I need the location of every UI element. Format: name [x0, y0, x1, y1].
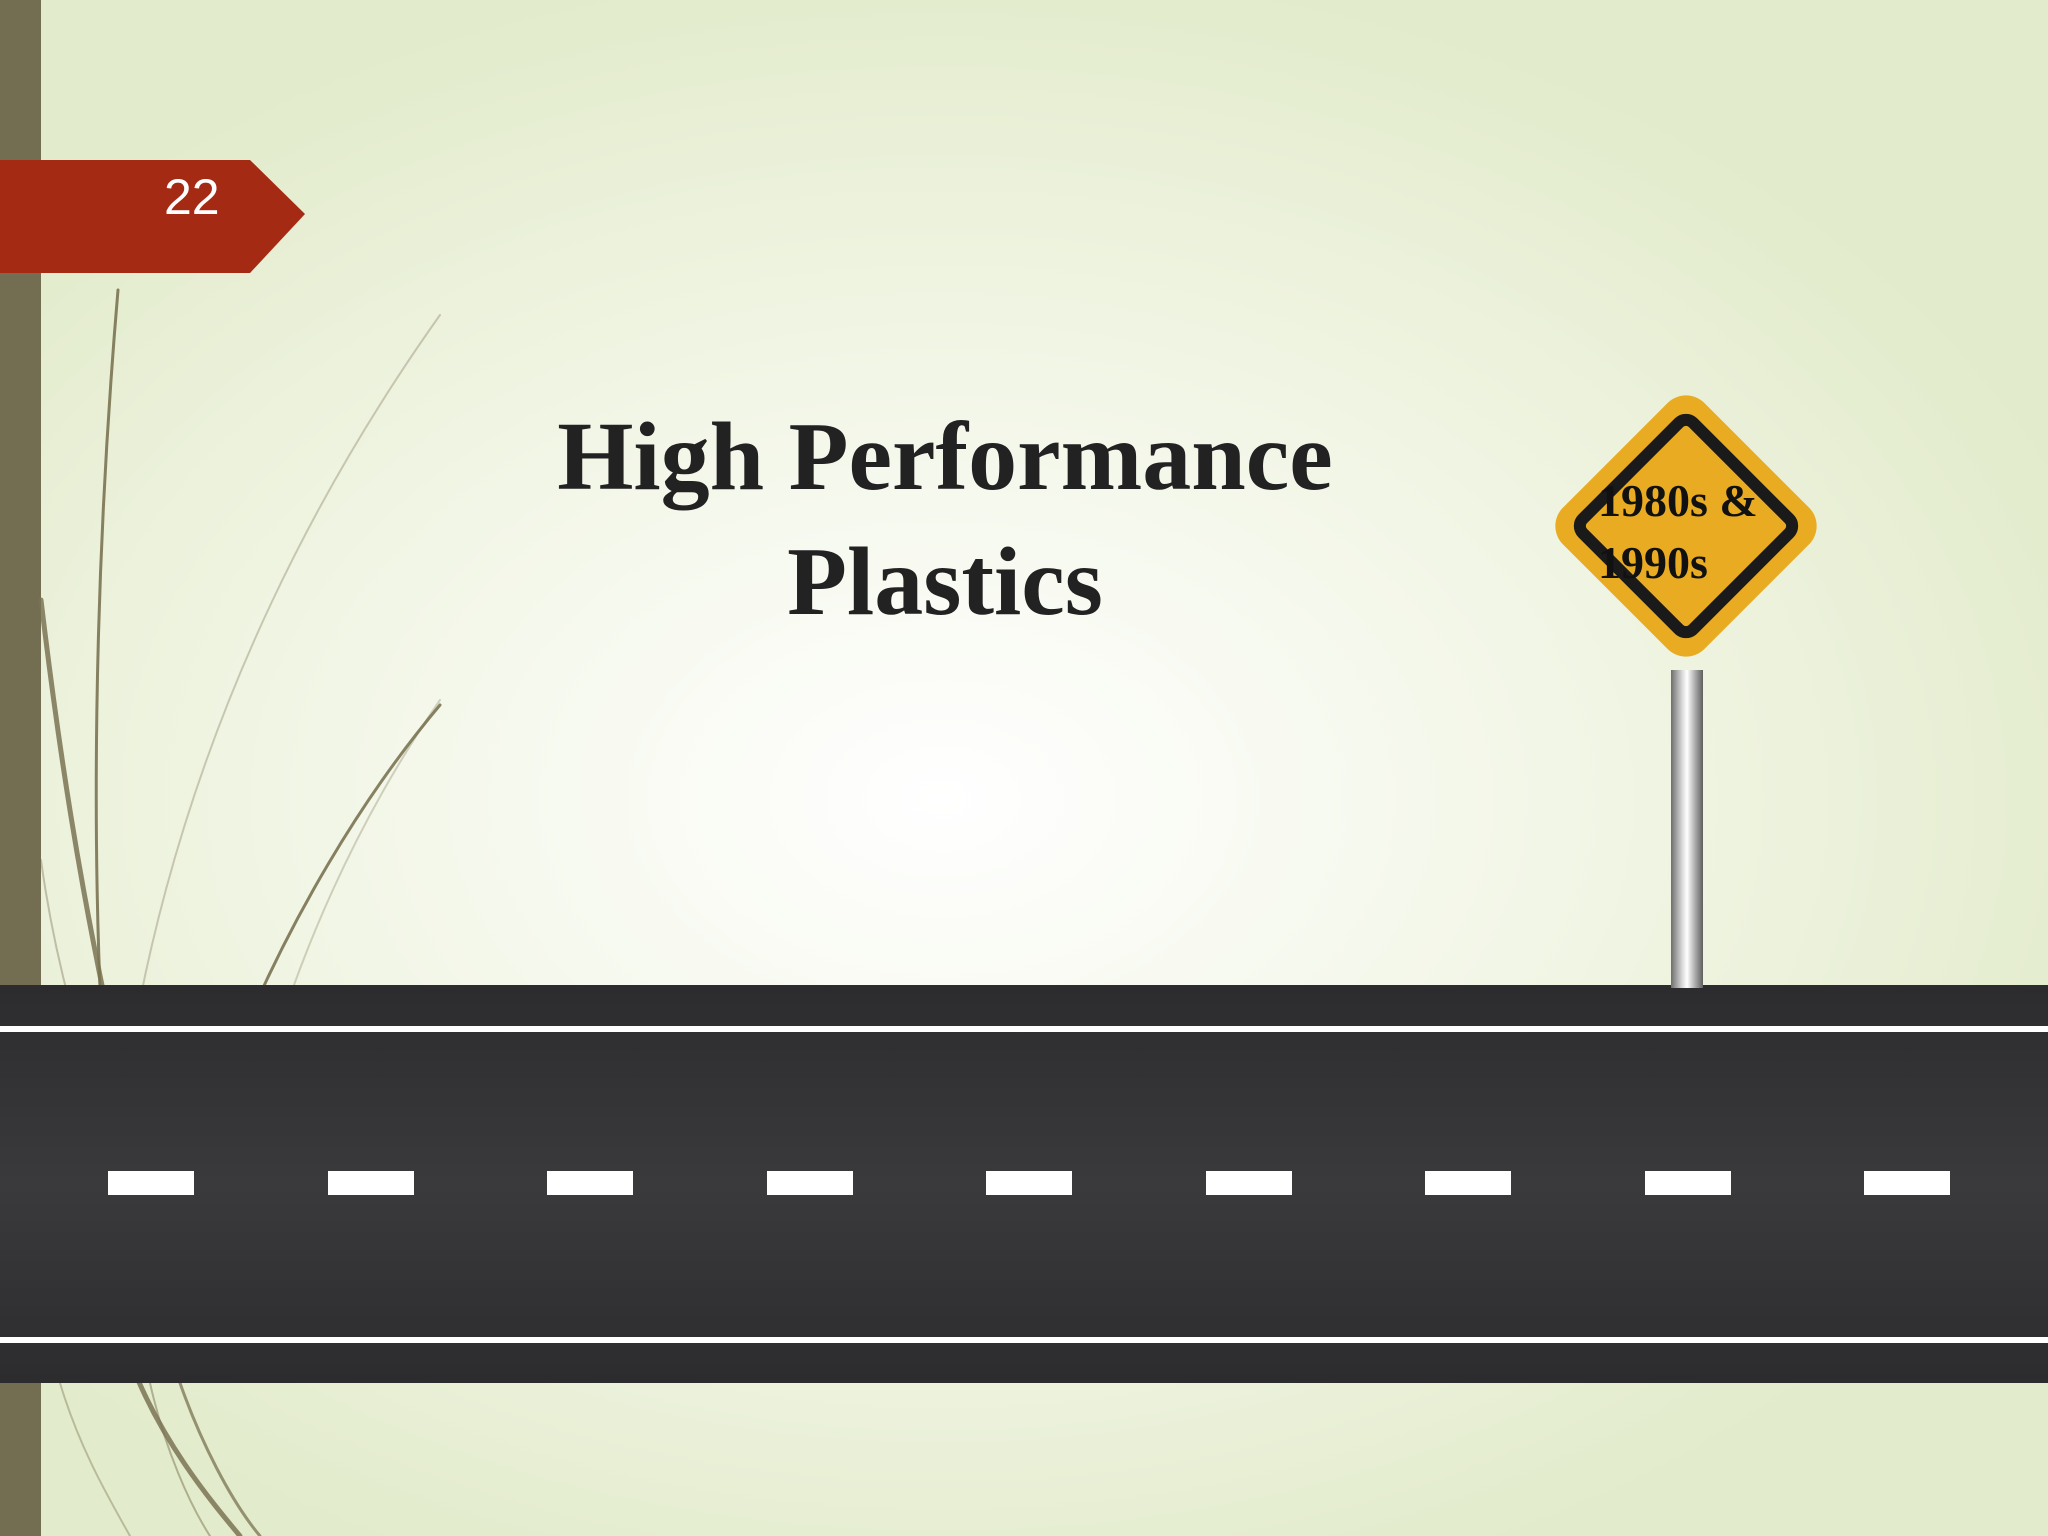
arrow-tag-shape: [0, 160, 305, 273]
sign-pole: [1671, 670, 1703, 988]
diamond-road-sign-icon: [1555, 395, 1817, 657]
road-dash: [1645, 1171, 1731, 1195]
road-edge-line-bottom: [0, 1337, 2048, 1343]
sign-text-line-1: 1980s &: [1598, 475, 1758, 526]
slide-title: High Performance Plastics: [480, 395, 1410, 645]
slide-title-line-1: High Performance: [557, 403, 1333, 511]
road-dash: [767, 1171, 853, 1195]
slide-number-tag: [0, 160, 310, 273]
road-dash: [986, 1171, 1072, 1195]
road-dash: [1425, 1171, 1511, 1195]
sign-text-line-2: 1990s: [1598, 537, 1708, 588]
road-dash: [1864, 1171, 1950, 1195]
slide-title-line-2: Plastics: [787, 528, 1103, 636]
road-dash: [1206, 1171, 1292, 1195]
road-dash: [108, 1171, 194, 1195]
road-dash: [328, 1171, 414, 1195]
slide-number: 22: [164, 169, 220, 225]
road-illustration: [0, 985, 2048, 1383]
sign-text: 1980s & 1990s: [1598, 470, 1798, 594]
road-dash: [547, 1171, 633, 1195]
road-edge-line-top: [0, 1026, 2048, 1032]
